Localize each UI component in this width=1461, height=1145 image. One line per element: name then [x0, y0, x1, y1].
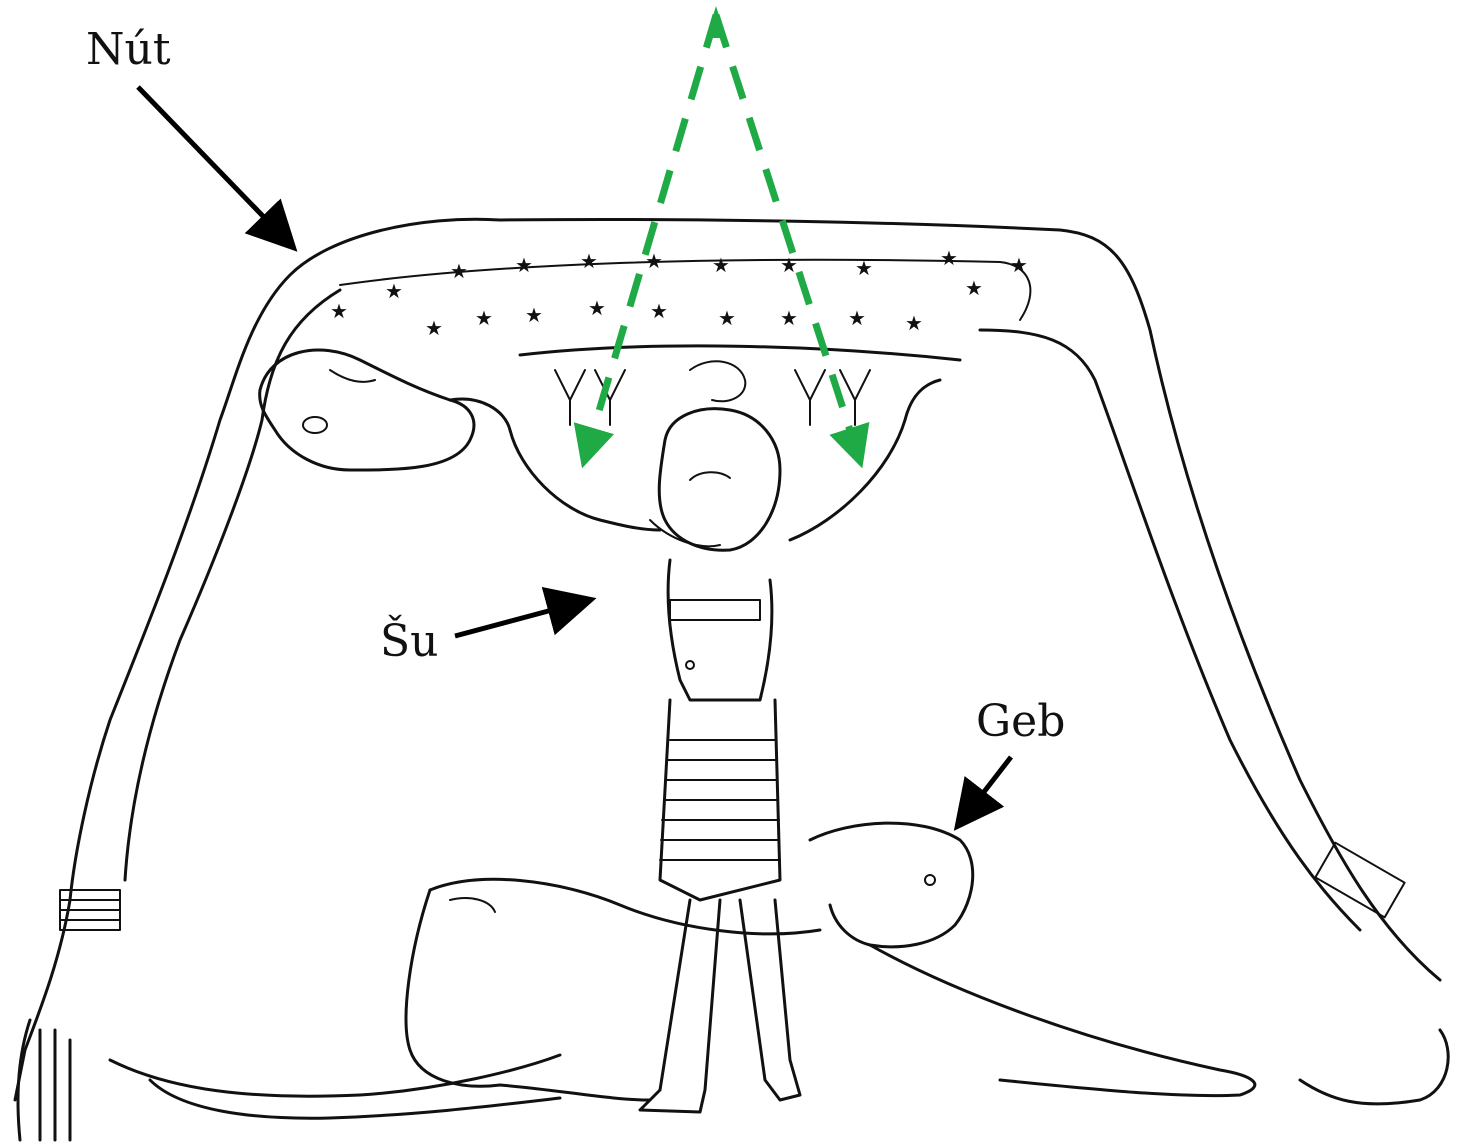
star-icon: ★ — [718, 306, 736, 330]
star-icon: ★ — [1010, 253, 1028, 277]
geb-pointer-arrow — [963, 757, 1011, 819]
nut-figure — [15, 219, 1448, 1140]
star-icon: ★ — [588, 296, 606, 320]
left-ray-arrow — [586, 15, 716, 455]
star-icon: ★ — [330, 299, 348, 323]
star-icon: ★ — [780, 306, 798, 330]
star-icon: ★ — [385, 279, 403, 303]
nut-pointer-arrow — [138, 87, 287, 241]
star-icon: ★ — [905, 311, 923, 335]
geb-label: Geb — [976, 700, 1065, 744]
star-icon: ★ — [580, 249, 598, 273]
star-icon: ★ — [940, 246, 958, 270]
su-figure — [450, 361, 940, 1112]
star-icon: ★ — [650, 299, 668, 323]
nut-label: Nút — [86, 28, 171, 72]
su-pointer-arrow — [455, 602, 582, 636]
apex-arrowhead — [706, 6, 726, 38]
star-icon: ★ — [855, 256, 873, 280]
su-label: Šu — [380, 620, 438, 664]
star-icon: ★ — [712, 253, 730, 277]
star-icon: ★ — [525, 303, 543, 327]
star-icon: ★ — [780, 253, 798, 277]
geb-figure — [110, 823, 1255, 1118]
right-ray-arrow — [716, 15, 858, 455]
star-icon: ★ — [425, 316, 443, 340]
star-icon: ★ — [515, 253, 533, 277]
star-icon: ★ — [848, 306, 866, 330]
star-icon: ★ — [450, 259, 468, 283]
star-icon: ★ — [475, 306, 493, 330]
star-icon: ★ — [965, 276, 983, 300]
